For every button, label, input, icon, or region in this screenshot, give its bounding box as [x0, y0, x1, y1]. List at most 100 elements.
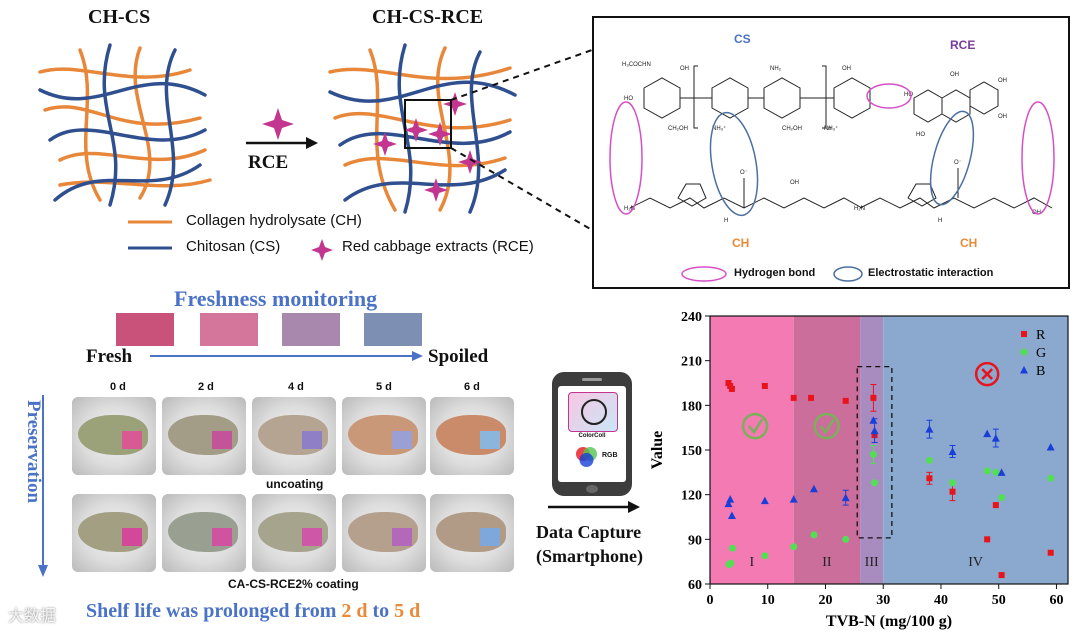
capture-arrow: [548, 501, 640, 513]
data-point-square: [1047, 549, 1054, 556]
shrimp-photo-coated-2d: [162, 494, 246, 572]
arrow-head: [306, 137, 318, 149]
electro-legend-ellipse: [833, 266, 863, 282]
atom-label: OH: [998, 78, 1007, 84]
colorcoll-app-icon[interactable]: [568, 392, 618, 432]
data-point-triangle: [997, 468, 1006, 476]
data-point-triangle: [870, 426, 879, 435]
legend-label: B: [1036, 364, 1045, 379]
day-label-2: 2 d: [198, 381, 214, 393]
shrimp-photo-uncoated-0d: [72, 397, 156, 475]
atom-label: H: [938, 218, 942, 224]
rce-star-icon: [458, 150, 482, 174]
ch-label-2: CH: [960, 236, 978, 250]
electro-legend-label: Electrostatic interaction: [868, 267, 994, 279]
y-tick-label: 240: [681, 310, 702, 325]
peptide-chain: [859, 197, 1053, 209]
y-tick-label: 150: [681, 444, 702, 459]
glucose-ring: [833, 77, 871, 119]
phone-speaker: [582, 378, 602, 381]
y-tick-label: 90: [688, 533, 702, 548]
data-point-triangle: [727, 511, 736, 520]
data-point-square: [870, 394, 877, 401]
x-tick-label: 30: [876, 593, 890, 608]
shelf-life-mid: to: [367, 600, 395, 622]
glucose-ring: [643, 77, 681, 119]
y-axis-label: Value: [649, 431, 666, 470]
data-point-triangle: [983, 429, 992, 438]
region-IV: [883, 316, 1068, 584]
ch-fiber: [333, 111, 512, 130]
data-point-circle: [729, 544, 737, 552]
shrimp-photo-coated-6d: [430, 494, 514, 572]
cs-fiber: [338, 130, 512, 147]
atom-label: OH: [680, 66, 689, 72]
series-R: [725, 380, 1054, 579]
electrostatic-ellipse: [929, 110, 975, 206]
atom-label: NH₂: [770, 66, 782, 72]
shrimp-photo-coated-5d: [342, 494, 426, 572]
data-point-square: [992, 502, 999, 509]
hbond-ellipse: [1021, 101, 1055, 215]
check-circle: [813, 412, 840, 440]
atom-label: H₂N: [624, 206, 635, 212]
rce-legend-star-icon: [311, 239, 333, 261]
region-I: [710, 316, 794, 584]
check-mark: [748, 418, 764, 435]
data-point-square: [949, 488, 956, 495]
data-point-circle: [869, 450, 877, 458]
data-point-square: [761, 382, 768, 389]
legend-label: G: [1036, 346, 1046, 361]
cs-fiber: [163, 48, 177, 207]
atom-label: HO: [624, 96, 633, 102]
atom-label: n: [828, 126, 831, 132]
phone-home-button[interactable]: [586, 485, 598, 493]
data-point-triangle: [789, 495, 798, 503]
y-tick-label: 210: [681, 355, 702, 370]
atom-label: HO: [916, 132, 925, 138]
ch-fiber: [435, 46, 452, 212]
x-tick-label: 10: [761, 593, 775, 608]
rce-arrow-label: RCE: [248, 152, 289, 173]
zoom-line-bottom: [450, 147, 593, 231]
x-tick-label: 0: [707, 593, 714, 608]
day-label-6: 6 d: [464, 381, 480, 393]
anthocyanin-ring: [913, 89, 943, 123]
color-swatch-fresh: [116, 313, 174, 346]
legend-label: R: [1036, 328, 1046, 343]
peptide-chain: [629, 197, 863, 209]
data-point-circle: [727, 559, 735, 567]
data-point-circle: [761, 552, 769, 560]
atom-label: H₂N: [854, 206, 865, 212]
rce-star-icon: [262, 108, 294, 140]
ch-cs-rce-network: [328, 43, 517, 214]
data-point-square: [1021, 331, 1027, 337]
anthocyanin-ring: [941, 89, 971, 123]
glucose-ring: [711, 77, 749, 119]
proline-ring: [907, 183, 937, 207]
anthocyanin-ring: [969, 81, 999, 115]
rce-label: RCE: [950, 38, 976, 52]
shelf-life-text: Shelf life was prolonged from 2 d to 5 d: [86, 600, 420, 623]
rce-star-icon: [424, 178, 448, 202]
check-mark: [819, 418, 835, 435]
day-label-5: 5 d: [376, 381, 392, 393]
x-tick-label: 20: [818, 593, 832, 608]
zoom-line-top: [450, 49, 593, 101]
data-capture-line2: (Smartphone): [536, 546, 643, 566]
ch-legend-label: Collagen hydrolysate (CH): [186, 212, 362, 229]
rce-stars: [373, 92, 482, 202]
region-label: I: [750, 555, 755, 570]
data-point-triangle: [809, 484, 818, 493]
cs-fiber: [48, 128, 207, 142]
hbond-ellipse: [609, 101, 643, 215]
atom-label: NH₃⁺: [824, 125, 838, 132]
color-swatch-3: [282, 313, 340, 346]
atom-label: OH: [842, 66, 851, 72]
data-point-circle: [810, 531, 818, 539]
ch-label-1: CH: [732, 236, 750, 250]
region-III: [860, 316, 884, 584]
atom-label: NH₃⁺: [712, 125, 726, 132]
color-swatch-spoiled: [364, 313, 422, 346]
